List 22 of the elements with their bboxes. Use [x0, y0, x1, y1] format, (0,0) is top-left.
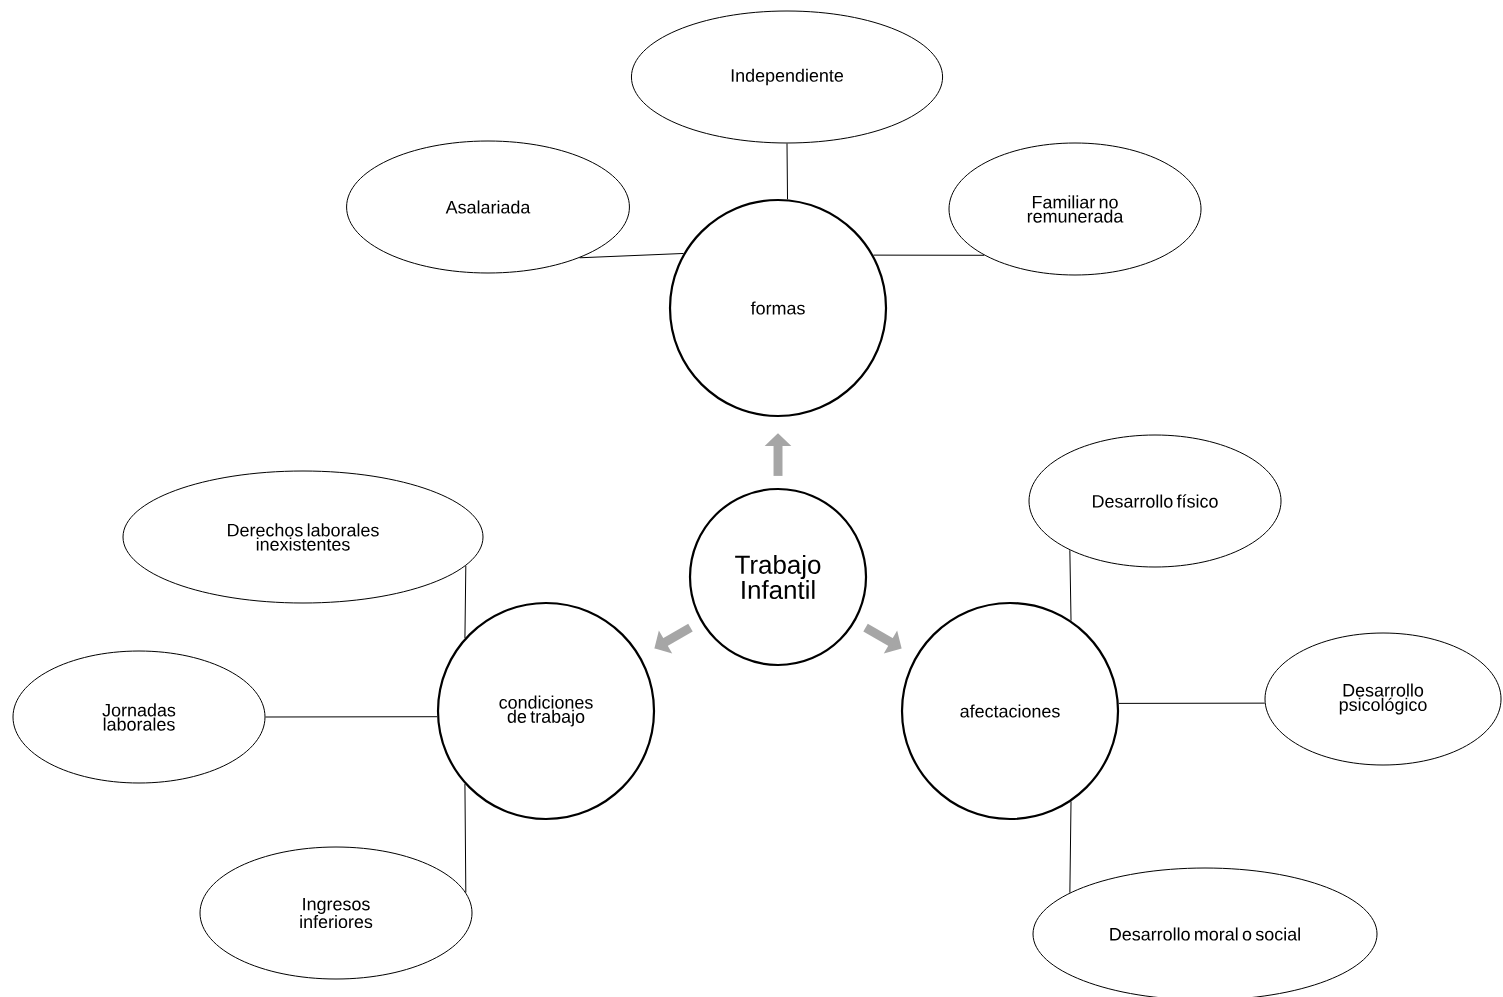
circle-node: condiciones de trabajo	[436, 601, 656, 821]
connector-line	[464, 565, 467, 639]
ellipse-node: Independiente	[630, 10, 944, 144]
ellipse-node: Desarrollo psicológico	[1264, 632, 1502, 766]
ellipse-node: Ingresos inferiores	[199, 846, 473, 980]
connector-line	[265, 716, 438, 718]
block-arrow	[654, 623, 693, 654]
circle-node: Trabajo Infantil	[688, 487, 868, 667]
ellipse-node: Derechos laborales inexistentes	[122, 470, 484, 604]
circle-node: formas	[668, 198, 888, 418]
connector-line	[872, 254, 985, 256]
connector-line	[1069, 800, 1072, 894]
ellipse-node: Jornadas laborales	[12, 650, 266, 784]
ellipse-node: Asalariada	[346, 140, 630, 274]
circle-node: afectaciones	[900, 601, 1120, 821]
ellipse-node: Familiar no remunerada	[948, 142, 1202, 276]
connector-line	[1069, 549, 1072, 622]
connector-line	[1118, 702, 1266, 704]
ellipse-node: Desarrollo físico	[1028, 434, 1282, 568]
connector-line	[579, 252, 685, 259]
connector-line	[786, 143, 788, 200]
connector-line	[464, 783, 467, 893]
